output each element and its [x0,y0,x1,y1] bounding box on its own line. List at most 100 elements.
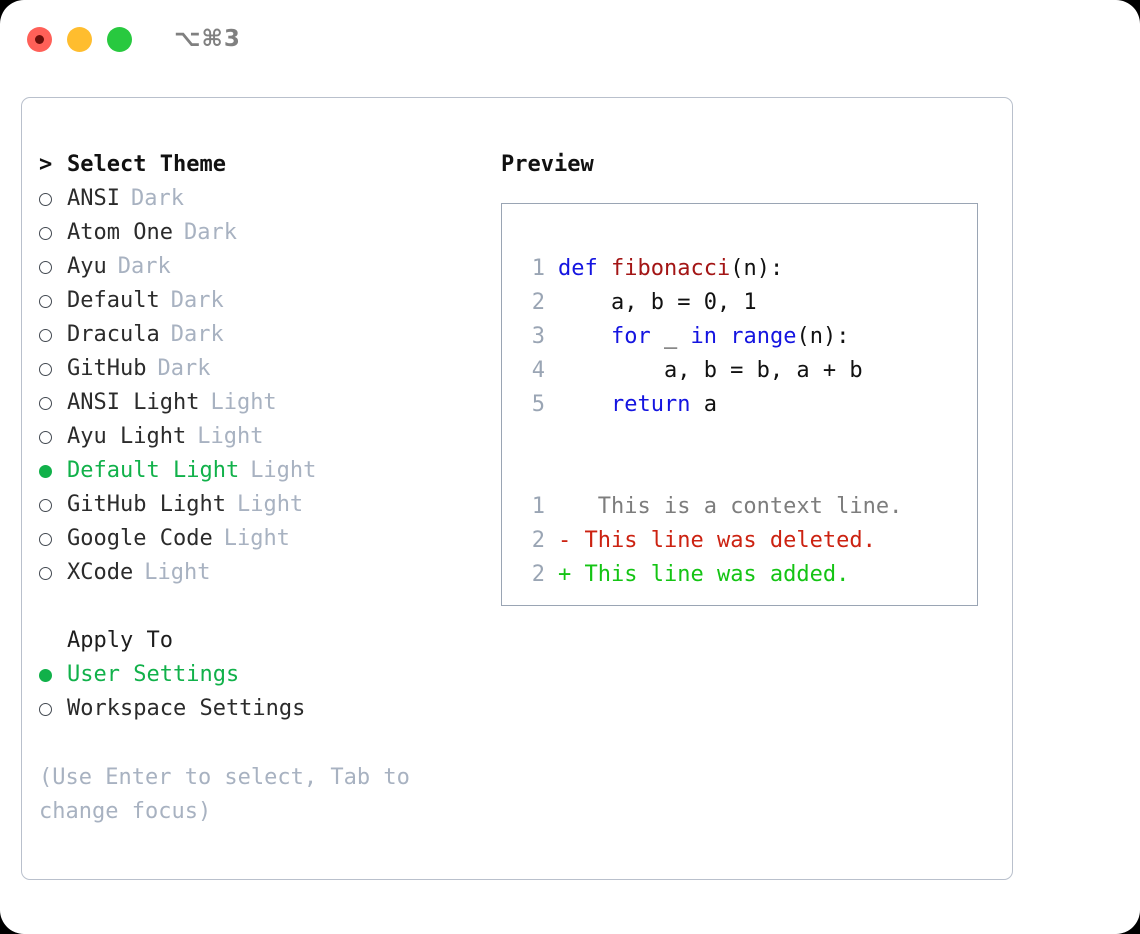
code-line: 4 a, b = b, a + b [502,354,977,388]
radio-icon[interactable] [39,182,67,216]
theme-item-label: ANSI Light [67,390,200,415]
theme-item-label: Default [67,288,160,313]
radio-icon-selected[interactable] [39,658,67,692]
diff-line-context: 1 This is a context line. [502,490,977,524]
line-number: 2 [531,528,545,553]
apply-to-heading: Apply To [39,624,489,658]
code-token: a, b = b, a + b [558,358,863,383]
caret-icon: > [39,152,53,177]
radio-icon[interactable] [39,522,67,556]
apply-to-option-workspace[interactable]: Workspace Settings [39,692,489,726]
radio-icon[interactable] [39,488,67,522]
theme-item[interactable]: Ayu Light Light [39,420,489,454]
theme-item-category: Dark [170,322,224,347]
theme-item[interactable]: XCode Light [39,556,489,590]
theme-item-label: Ayu Light [67,424,187,449]
code-token [558,320,611,354]
theme-item-label: ANSI [67,186,120,211]
theme-selector-column: > Select Theme ANSI Dark Atom One Dark A… [39,148,489,726]
theme-item-selected[interactable]: Default Light Light [39,454,489,488]
diff-sign [558,490,571,524]
theme-item-category: Light [210,390,277,415]
theme-item[interactable]: ANSI Dark [39,182,489,216]
theme-item[interactable]: Ayu Dark [39,250,489,284]
radio-icon[interactable] [39,556,67,590]
title-bar: ⌥⌘3 [0,0,1140,78]
theme-item-category: Light [144,560,211,585]
apply-to-option-label: User Settings [67,662,240,687]
preview-heading: Preview [501,152,594,177]
list-spacer [39,590,489,624]
theme-item-label: Ayu [67,254,107,279]
radio-icon[interactable] [39,352,67,386]
code-token: def [558,256,611,281]
theme-item-label: Atom One [67,220,173,245]
radio-icon[interactable] [39,284,67,318]
code-token: return [610,392,691,417]
minimize-button-icon[interactable] [67,26,92,52]
select-theme-heading: > Select Theme [39,148,489,182]
theme-item-category: Light [197,424,264,449]
radio-icon-selected[interactable] [39,454,67,488]
theme-item[interactable]: ANSI Light Light [39,386,489,420]
code-line: 1 def fibonacci (n): [502,252,977,286]
radio-icon[interactable] [39,386,67,420]
theme-item[interactable]: Dracula Dark [39,318,489,352]
preview-column: Preview 1 def fibonacci (n): 2 a, b = 0,… [501,148,991,606]
code-token: for [610,324,651,349]
radio-icon[interactable] [39,420,67,454]
diff-line-added: 2 + This line was added. [502,558,977,592]
code-token [558,388,611,422]
line-number: 2 [531,290,545,315]
diff-sign: + [558,562,572,587]
code-token: (n): [796,324,850,349]
line-number: 3 [531,324,545,349]
theme-item-label: Dracula [67,322,160,347]
theme-item[interactable]: GitHub Light Light [39,488,489,522]
radio-icon[interactable] [39,216,67,250]
theme-item[interactable]: Default Dark [39,284,489,318]
diff-line-deleted: 2 - This line was deleted. [502,524,977,558]
line-number: 5 [531,392,545,417]
theme-item-category: Dark [157,356,211,381]
zoom-button-icon[interactable] [107,26,132,52]
theme-item-label: GitHub Light [67,492,226,517]
line-number: 1 [531,256,545,281]
theme-item-category: Dark [183,220,237,245]
close-button-icon[interactable] [27,26,52,52]
radio-icon[interactable] [39,250,67,284]
theme-item-category: Light [250,458,317,483]
line-number: 4 [531,358,545,383]
apply-to-option-label: Workspace Settings [67,696,306,721]
code-token: in [690,324,717,349]
keyboard-hint: (Use Enter to select, Tab to change focu… [39,765,424,824]
theme-item[interactable]: Atom One Dark [39,216,489,250]
line-number: 1 [531,494,545,519]
radio-icon[interactable] [39,318,67,352]
code-token: a [690,392,717,417]
code-token: fibonacci [610,256,731,281]
window-title: ⌥⌘3 [174,26,241,52]
apply-to-option-user[interactable]: User Settings [39,658,489,692]
code-line: 2 a, b = 0, 1 [502,286,977,320]
diff-text: This is a context line. [571,494,903,519]
diff-text: This line was deleted. [571,528,876,553]
theme-item-label: Default Light [67,458,240,483]
diff-text: This line was added. [571,562,850,587]
code-token: a, b = 0, 1 [558,290,757,315]
theme-item[interactable]: GitHub Dark [39,352,489,386]
theme-item-category: Light [236,492,304,517]
theme-item[interactable]: Google Code Light [39,522,489,556]
radio-icon[interactable] [39,692,67,726]
code-blank-line [502,422,977,456]
theme-item-label: Google Code [67,526,213,551]
theme-item-category: Dark [170,288,224,313]
code-line: 3 for _ in range (n): [502,320,977,354]
code-token: (n): [730,256,784,281]
code-token: range [730,324,797,349]
line-number: 2 [531,562,545,587]
theme-item-label: GitHub [67,356,147,381]
theme-item-label: XCode [67,560,134,585]
main-panel: > Select Theme ANSI Dark Atom One Dark A… [21,97,1013,880]
